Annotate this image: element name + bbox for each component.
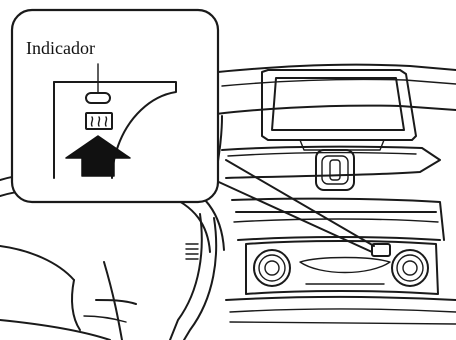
center-air-vent-icon (316, 150, 354, 190)
climate-control-panel-icon (246, 241, 438, 294)
indicator-label: Indicador (26, 38, 95, 58)
callout-box: Indicador (12, 10, 218, 202)
